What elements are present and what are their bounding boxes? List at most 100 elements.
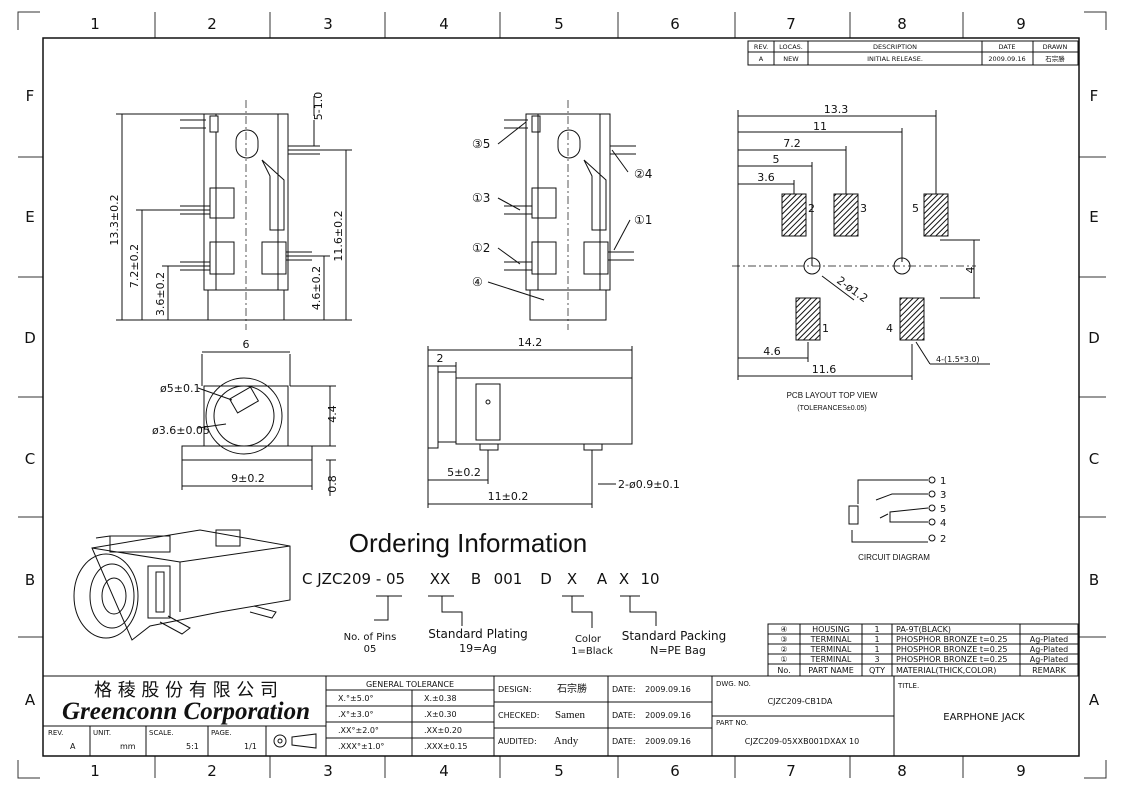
pcb-pad-label-1: 1 [822, 322, 829, 335]
pcb-pad-3 [833, 193, 859, 237]
design-label: DESIGN: [498, 685, 532, 694]
rev-header-locas: LOCAS. [779, 43, 803, 51]
bom-cell: HOUSING [812, 625, 850, 634]
bom-cell: ④ [780, 625, 787, 634]
title-block-text: 格 稜 股 份 有 限 公 司 Greenconn Corporation RE… [48, 680, 454, 751]
grid-column-label-bottom: 3 [323, 762, 333, 780]
ordering-packing-value: N=PE Bag [650, 644, 706, 657]
rev-cell-date: 2009.09.16 [988, 55, 1025, 63]
ordering-packing-label: Standard Packing [622, 629, 727, 643]
design-value: 石宗勝 [557, 682, 587, 695]
dim-front-4-4: 4.4 [326, 405, 339, 423]
grid-row-label-right: A [1089, 691, 1100, 709]
rev-cell-locas: NEW [783, 55, 799, 63]
pcb-pad-label-2: 2 [808, 202, 815, 215]
ordering-pins-value: 05 [364, 644, 377, 655]
pcb-pad-4 [899, 297, 925, 341]
company-name-en: Greenconn Corporation [62, 698, 310, 725]
grid-row-label-right: E [1089, 208, 1098, 226]
grid-row-label-right: D [1088, 329, 1100, 347]
front-view [181, 351, 336, 496]
dim-bottom-2: 2 [437, 352, 444, 365]
circuit-pin-2: 2 [940, 534, 946, 545]
unit-label: UNIT. [93, 729, 111, 737]
bom-header: No. [777, 666, 790, 675]
bom-cell: 1 [874, 625, 879, 634]
circuit-pin-4: 4 [940, 518, 946, 529]
bom-header: REMARK [1032, 666, 1067, 675]
pcb-pad-label-4: 4 [886, 322, 893, 335]
grid-column-label-top: 6 [670, 15, 680, 33]
title-label: TITLE. [897, 682, 919, 690]
dim-side-4-6: 4.6±0.2 [310, 266, 323, 310]
bom-cell: Ag-Plated [1030, 635, 1069, 644]
bottom-view [427, 346, 633, 508]
audited-value: Andy [554, 735, 579, 747]
date-label-1: DATE: [612, 685, 636, 694]
circuit-diagram [848, 476, 936, 543]
dim-pcb-11-6: 11.6 [812, 363, 837, 376]
grid-column-label-top: 2 [207, 15, 217, 33]
isometric-view [73, 529, 291, 641]
company-name-cn: 格 稜 股 份 有 限 公 司 [94, 680, 278, 701]
grid-ticks [18, 12, 1106, 778]
rev-cell-rev: A [759, 55, 764, 63]
part-no-value: CJZC209-05XXB001DXAX 10 [745, 737, 859, 746]
grid-column-label-bottom: 6 [670, 762, 680, 780]
circuit-pin-3: 3 [940, 490, 946, 501]
ordering-title: Ordering Information [349, 528, 587, 558]
scale-value: 5:1 [186, 742, 199, 751]
ordering-code-plating: XX [430, 570, 451, 588]
tolerance-linear: .XXX±0.15 [424, 742, 468, 751]
tolerance-angular: X.°±5.0° [338, 694, 373, 703]
grid-column-label-top: 4 [439, 15, 449, 33]
grid-column-label-bottom: 8 [897, 762, 907, 780]
ordering-pins-label: No. of Pins [344, 632, 397, 643]
grid-column-label-top: 7 [786, 15, 796, 33]
bom-cell: TERMINAL [810, 635, 852, 644]
dim-pcb-pad-size: 4-(1.5*3.0) [936, 355, 980, 364]
terminal-label-3-5: ③5 [472, 137, 490, 151]
approval-block: DESIGN: 石宗勝 CHECKED: Samen AUDITED: Andy… [498, 680, 1025, 747]
dim-pcb-11: 11 [813, 120, 827, 133]
dim-pcb-3-6: 3.6 [757, 171, 775, 184]
bom-cell: 3 [874, 655, 879, 664]
dim-front-6: 6 [243, 338, 250, 351]
pcb-pads [781, 193, 949, 341]
dim-bottom-14-2: 14.2 [518, 336, 543, 349]
pcb-pad-label-5: 5 [912, 202, 919, 215]
bom-header: QTY [869, 666, 885, 675]
dim-side-13-3: 13.3±0.2 [108, 194, 121, 245]
dim-front-0-8: 0.8 [326, 475, 339, 493]
rev-header-description: DESCRIPTION [873, 43, 917, 51]
tolerance-table: X.°±5.0°X.±0.38.X°±3.0°.X±0.30.XX°±2.0°.… [338, 694, 468, 751]
ordering-code-series: C JZC209 - 05 [302, 570, 405, 588]
pcb-pad-2 [781, 193, 807, 237]
tolerance-linear: X.±0.38 [424, 694, 457, 703]
dim-side-5-1: 5-1.0 [312, 92, 325, 120]
dim-bottom-5: 5±0.2 [447, 466, 481, 479]
rev-header-rev: REV. [754, 43, 768, 51]
ordering-plating-label: Standard Plating [428, 627, 528, 641]
grid-column-label-bottom: 1 [90, 762, 100, 780]
dim-side-11-6: 11.6±0.2 [332, 210, 345, 261]
terminal-label-1-1: ①1 [634, 213, 652, 227]
side-view [116, 96, 352, 330]
dim-front-9: 9±0.2 [231, 472, 265, 485]
checked-label: CHECKED: [498, 711, 539, 720]
bom-header: PART NAME [808, 666, 854, 675]
revision-table: REV. LOCAS. DESCRIPTION DATE DRAWN A NEW… [747, 40, 1079, 66]
pcb-pad-5 [923, 193, 949, 237]
grid-row-label-left: B [25, 571, 35, 589]
rev-header-drawn: DRAWN [1043, 43, 1068, 51]
pcb-caption: PCB LAYOUT TOP VIEW [787, 391, 878, 400]
unit-value: mm [120, 742, 136, 751]
ordering-code-10: 10 [640, 570, 659, 588]
grid-column-label-top: 1 [90, 15, 100, 33]
grid-row-label-left: E [25, 208, 34, 226]
date-label-3: DATE: [612, 737, 636, 746]
dim-front-dia5: ø5±0.1 [160, 382, 200, 395]
terminal-view [487, 100, 636, 330]
